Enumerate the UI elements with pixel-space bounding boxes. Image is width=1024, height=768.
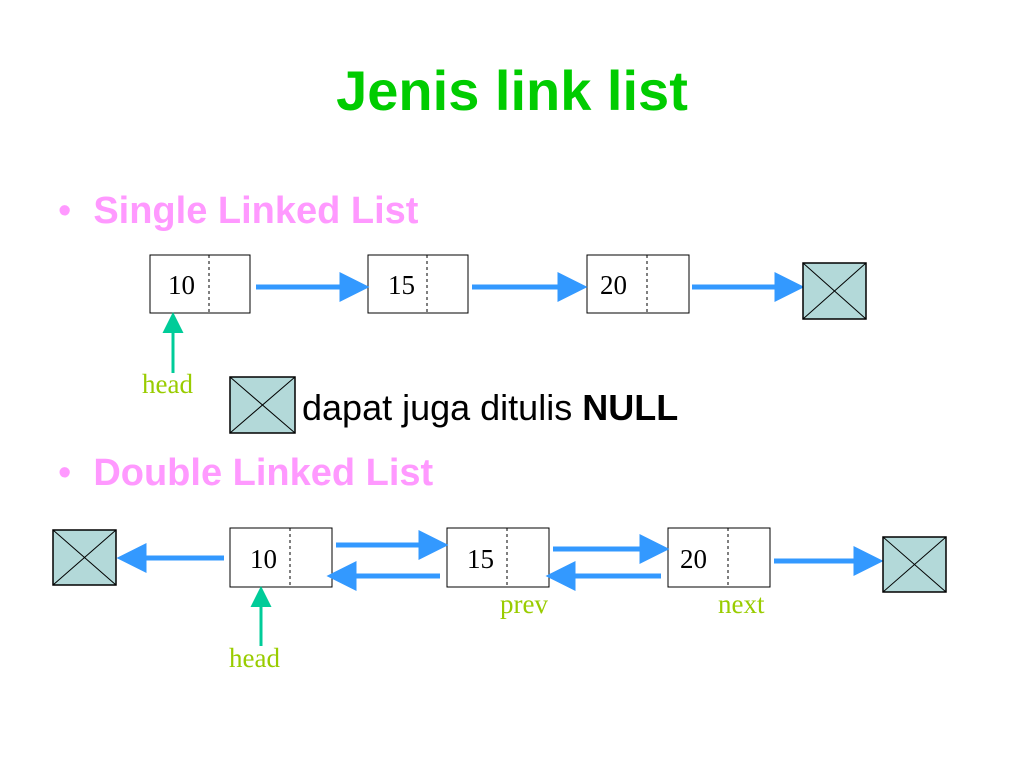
double-head-label: head bbox=[229, 643, 280, 673]
bullet-label: Double Linked List bbox=[93, 452, 434, 494]
node-value: 10 bbox=[250, 544, 277, 574]
null-note: dapat juga ditulis NULL bbox=[302, 387, 678, 429]
double-node-2: 15 bbox=[446, 527, 550, 588]
double-node-1: 10 bbox=[229, 527, 333, 588]
prev-label: prev bbox=[500, 589, 548, 619]
double-node-3: 20 bbox=[667, 527, 771, 588]
node-value: 10 bbox=[168, 270, 195, 300]
null-icon bbox=[802, 262, 867, 320]
bullet-label: Single Linked List bbox=[93, 190, 419, 232]
next-label: next bbox=[718, 589, 765, 619]
single-node-1: 10 bbox=[149, 254, 251, 314]
bullet-marker: • bbox=[58, 452, 72, 494]
single-node-3: 20 bbox=[586, 254, 690, 314]
null-icon-left bbox=[52, 529, 117, 586]
slide-title: Jenis link list bbox=[336, 59, 688, 122]
bullet-double-linked-list: • Double Linked List bbox=[58, 452, 433, 495]
null-note-bold: NULL bbox=[582, 387, 679, 428]
node-value: 20 bbox=[600, 270, 627, 300]
bullet-single-linked-list: • Single Linked List bbox=[58, 190, 418, 233]
null-legend-icon bbox=[229, 376, 296, 434]
null-icon-right bbox=[882, 536, 947, 593]
single-head-label: head bbox=[142, 369, 193, 399]
node-value: 15 bbox=[388, 270, 415, 300]
single-node-2: 15 bbox=[367, 254, 469, 314]
bullet-marker: • bbox=[58, 190, 72, 232]
node-value: 15 bbox=[467, 544, 494, 574]
null-note-text: dapat juga ditulis bbox=[302, 387, 583, 428]
node-value: 20 bbox=[680, 544, 707, 574]
